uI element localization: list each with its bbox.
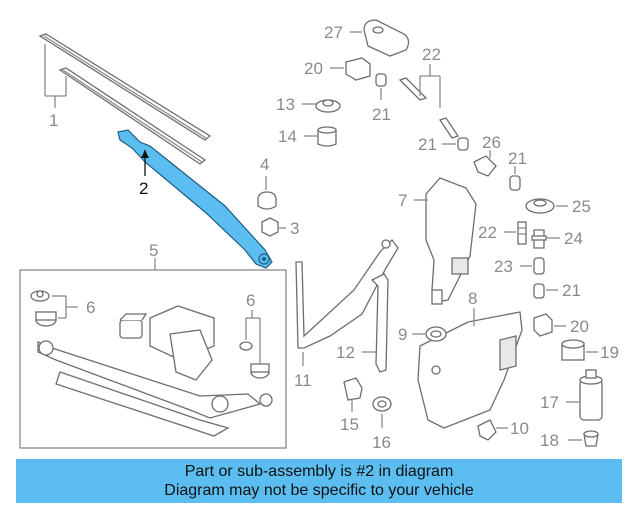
grommet-part-6-right[interactable]: [239, 341, 270, 379]
cap-part-14[interactable]: [317, 126, 337, 147]
label-26: 26: [482, 133, 501, 152]
fitting-part-21-a[interactable]: [375, 73, 387, 87]
reservoir-upper-part-7[interactable]: [425, 177, 477, 305]
label-18: 18: [540, 431, 559, 450]
label-23: 23: [494, 257, 513, 276]
label-19: 19: [600, 343, 619, 362]
label-9: 9: [398, 325, 407, 344]
label-20b: 20: [570, 317, 589, 336]
label-5: 5: [149, 241, 158, 260]
label-1: 1: [49, 111, 58, 130]
label-6b: 6: [246, 291, 255, 310]
label-10: 10: [510, 419, 529, 438]
label-14: 14: [278, 127, 297, 146]
leader-2: [141, 150, 149, 176]
label-24: 24: [564, 229, 583, 248]
grommet-part-18[interactable]: [583, 430, 599, 447]
grommet-part-25[interactable]: [525, 198, 555, 214]
wiper-blade-part-1[interactable]: [38, 33, 212, 165]
linkage-assembly: [37, 305, 273, 437]
bracket-part-11[interactable]: [295, 239, 399, 349]
label-16: 16: [372, 433, 391, 452]
label-15: 15: [340, 415, 359, 434]
fitting-part-21-d[interactable]: [533, 283, 545, 299]
reservoir-lower-part-8[interactable]: [417, 311, 523, 429]
label-13: 13: [276, 95, 295, 114]
fitting-part-21-b[interactable]: [457, 137, 469, 151]
connector-part-20-bottom[interactable]: [533, 313, 553, 337]
label-12: 12: [336, 343, 355, 362]
leader-22a: [419, 64, 441, 108]
label-21c: 21: [508, 149, 527, 168]
label-11: 11: [294, 371, 312, 390]
rod-part-12[interactable]: [370, 273, 389, 373]
label-21b: 21: [418, 135, 437, 154]
leader-6a: [52, 295, 78, 319]
caption-banner: Part or sub-assembly is #2 in diagram Di…: [16, 459, 622, 503]
wiper-arm-part-2[interactable]: [117, 129, 273, 269]
grommet-part-13[interactable]: [315, 99, 341, 113]
label-4: 4: [260, 155, 269, 174]
label-7: 7: [398, 191, 407, 210]
grommet-part-6-left[interactable]: [30, 290, 57, 327]
label-25: 25: [572, 197, 591, 216]
clip-part-10[interactable]: [477, 419, 497, 441]
nozzle-part-22-bottom[interactable]: [517, 221, 527, 245]
seal-ring-part-9[interactable]: [425, 326, 447, 342]
connector-part-15[interactable]: [343, 377, 363, 401]
caption-line-1: Part or sub-assembly is #2 in diagram: [184, 463, 454, 480]
caption-line-2: Diagram may not be specific to your vehi…: [164, 482, 474, 499]
label-8: 8: [468, 289, 477, 308]
leader-1: [44, 44, 67, 108]
label-21a: 21: [372, 105, 391, 124]
label-21d: 21: [562, 281, 581, 300]
cap-part-19[interactable]: [561, 339, 585, 361]
washer-pump-part-17[interactable]: [579, 369, 603, 421]
label-3: 3: [290, 219, 299, 238]
motor-linkage-box-part-5[interactable]: [19, 269, 287, 449]
fitting-part-21-c[interactable]: [509, 175, 521, 191]
label-17: 17: [540, 393, 559, 412]
hose-part-22-top[interactable]: [398, 77, 460, 139]
label-22a: 22: [422, 45, 441, 64]
ring-part-16[interactable]: [372, 396, 392, 412]
label-6a: 6: [86, 298, 95, 317]
fitting-part-23[interactable]: [533, 257, 545, 275]
label-2: 2: [139, 179, 148, 198]
connector-part-26[interactable]: [473, 155, 497, 177]
label-22b: 22: [478, 223, 497, 242]
label-20a: 20: [304, 59, 323, 78]
fitting-part-24[interactable]: [531, 229, 547, 249]
nozzle-part-27[interactable]: [363, 19, 410, 57]
cap-part-4[interactable]: [257, 191, 277, 210]
connector-part-20-top[interactable]: [345, 57, 371, 81]
label-27: 27: [324, 23, 343, 42]
leader-6b: [245, 310, 261, 364]
nut-part-3[interactable]: [261, 217, 279, 237]
